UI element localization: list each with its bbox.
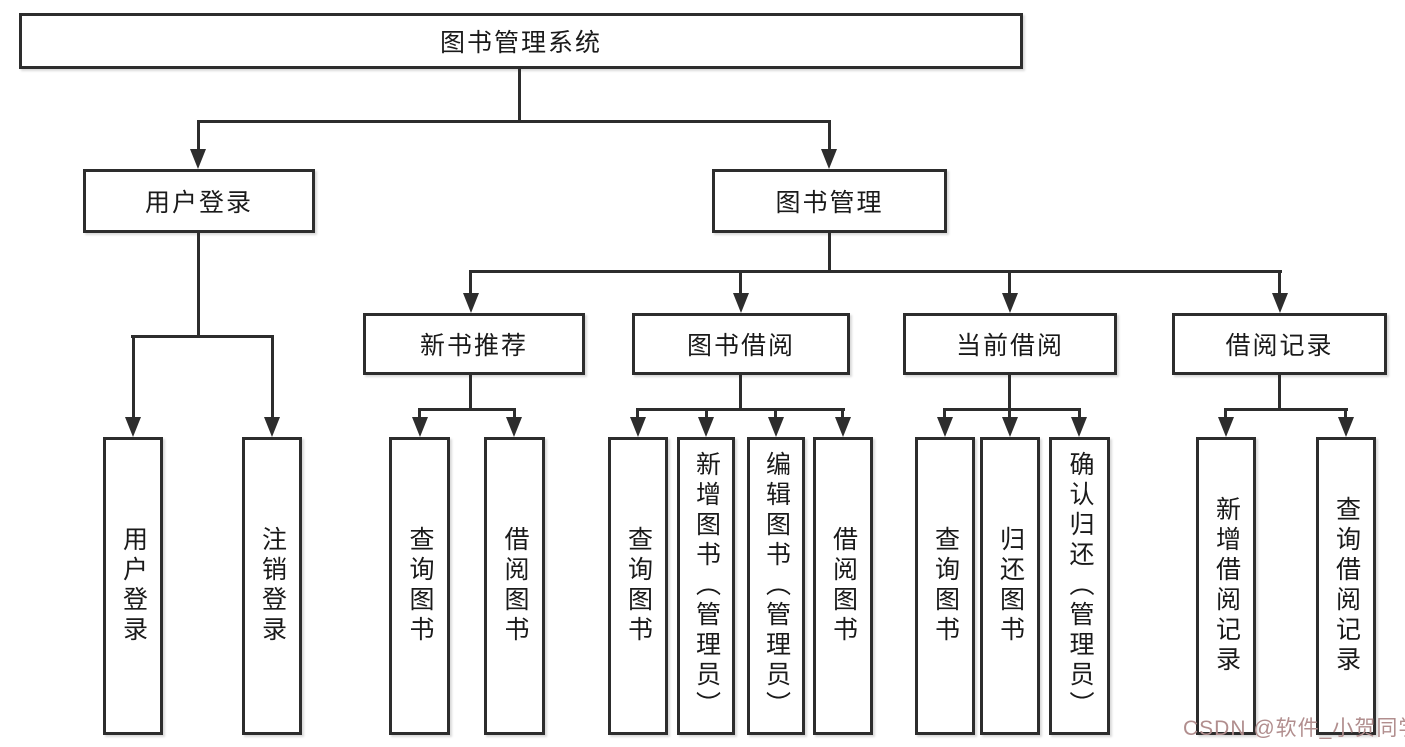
connector-line bbox=[131, 335, 274, 338]
leaf-label: 借阅图书 bbox=[829, 526, 858, 646]
connector-line bbox=[828, 231, 831, 273]
connector-line bbox=[1008, 270, 1011, 295]
connector-line bbox=[197, 120, 200, 151]
leaf-label: 查询图书 bbox=[931, 526, 960, 646]
connector-line bbox=[132, 335, 135, 419]
node-label: 新书推荐 bbox=[419, 332, 528, 360]
connector-line bbox=[943, 408, 946, 419]
leaf-borrow-books-recommend: 借阅图书 bbox=[484, 437, 545, 735]
connector-line bbox=[1278, 373, 1281, 410]
arrowhead-down bbox=[1338, 417, 1354, 437]
node-user-login: 用户登录 bbox=[83, 169, 315, 233]
connector-line bbox=[636, 408, 845, 411]
connector-line bbox=[271, 335, 274, 419]
connector-line bbox=[469, 270, 472, 295]
leaf-label: 查询图书 bbox=[406, 526, 434, 646]
leaf-label: 查询借阅记录 bbox=[1332, 496, 1361, 676]
leaf-confirm-return-admin: 确认归还（管理员） bbox=[1049, 437, 1110, 735]
connector-line bbox=[1224, 408, 1348, 411]
node-new-book-recommend: 新书推荐 bbox=[363, 313, 585, 375]
arrowhead-down bbox=[463, 293, 479, 313]
connector-line bbox=[1224, 408, 1227, 419]
connector-line bbox=[636, 408, 639, 419]
node-current-borrowing: 当前借阅 bbox=[903, 313, 1117, 375]
node-book-management: 图书管理 bbox=[712, 169, 947, 233]
node-label: 当前借阅 bbox=[955, 332, 1064, 360]
arrowhead-down bbox=[630, 417, 646, 437]
arrowhead-down bbox=[937, 417, 953, 437]
arrowhead-down bbox=[190, 149, 206, 169]
arrowhead-down bbox=[1002, 417, 1018, 437]
leaf-label: 归还图书 bbox=[996, 526, 1025, 646]
leaf-logout: 注销登录 bbox=[242, 437, 302, 735]
connector-line bbox=[197, 231, 200, 337]
node-book-borrowing: 图书借阅 bbox=[632, 313, 850, 375]
arrowhead-down bbox=[768, 417, 784, 437]
leaf-label: 新增图书（管理员） bbox=[692, 451, 721, 721]
connector-line bbox=[469, 270, 1282, 273]
leaf-label: 确认归还（管理员） bbox=[1066, 451, 1094, 721]
arrowhead-down bbox=[412, 417, 428, 437]
leaf-add-books-admin: 新增图书（管理员） bbox=[677, 437, 735, 735]
leaf-label: 查询图书 bbox=[624, 526, 653, 646]
connector-line bbox=[518, 67, 521, 123]
connector-line bbox=[469, 373, 472, 410]
connector-line bbox=[739, 270, 742, 295]
arrowhead-down bbox=[506, 417, 522, 437]
node-label: 图书管理系统 bbox=[439, 29, 602, 57]
leaf-query-books-borrowing: 查询图书 bbox=[608, 437, 668, 735]
connector-line bbox=[1344, 408, 1347, 419]
arrowhead-down bbox=[733, 293, 749, 313]
node-label: 图书借阅 bbox=[686, 332, 795, 360]
leaf-query-books-current: 查询图书 bbox=[915, 437, 975, 735]
arrowhead-down bbox=[1218, 417, 1234, 437]
connector-line bbox=[739, 373, 742, 410]
connector-line bbox=[1278, 270, 1281, 295]
arrowhead-down bbox=[821, 149, 837, 169]
connector-line bbox=[1008, 373, 1011, 410]
arrowhead-down bbox=[698, 417, 714, 437]
arrowhead-down bbox=[125, 417, 141, 437]
leaf-query-books-recommend: 查询图书 bbox=[389, 437, 450, 735]
connector-line bbox=[513, 408, 516, 419]
connector-line bbox=[828, 120, 831, 151]
connector-line bbox=[841, 408, 844, 419]
arrowhead-down bbox=[1071, 417, 1087, 437]
leaf-user-login: 用户登录 bbox=[103, 437, 163, 735]
connector-line bbox=[774, 408, 777, 419]
node-label: 借阅记录 bbox=[1225, 332, 1334, 360]
leaf-return-books: 归还图书 bbox=[980, 437, 1040, 735]
leaf-label: 编辑图书（管理员） bbox=[762, 451, 791, 721]
node-label: 用户登录 bbox=[144, 189, 253, 217]
node-label: 图书管理 bbox=[775, 189, 884, 217]
connector-line bbox=[705, 408, 708, 419]
arrowhead-down bbox=[1002, 293, 1018, 313]
leaf-borrow-books: 借阅图书 bbox=[813, 437, 873, 735]
leaf-label: 注销登录 bbox=[258, 526, 287, 646]
arrowhead-down bbox=[835, 417, 851, 437]
leaf-edit-books-admin: 编辑图书（管理员） bbox=[747, 437, 805, 735]
leaf-label: 新增借阅记录 bbox=[1212, 496, 1241, 676]
leaf-add-borrow-record: 新增借阅记录 bbox=[1196, 437, 1256, 735]
leaf-label: 借阅图书 bbox=[501, 526, 529, 646]
connector-line bbox=[1008, 408, 1011, 419]
connector-line bbox=[418, 408, 421, 419]
node-borrow-records: 借阅记录 bbox=[1172, 313, 1387, 375]
leaf-query-borrow-record: 查询借阅记录 bbox=[1316, 437, 1376, 735]
connector-line bbox=[418, 408, 516, 411]
connector-line bbox=[197, 120, 831, 123]
leaf-label: 用户登录 bbox=[119, 526, 148, 646]
arrowhead-down bbox=[264, 417, 280, 437]
connector-line bbox=[1078, 408, 1081, 419]
connector-line bbox=[943, 408, 1081, 411]
arrowhead-down bbox=[1272, 293, 1288, 313]
csdn-watermark: CSDN @软件_小贺同学 bbox=[1183, 717, 1405, 740]
node-library-management-system: 图书管理系统 bbox=[19, 13, 1023, 69]
